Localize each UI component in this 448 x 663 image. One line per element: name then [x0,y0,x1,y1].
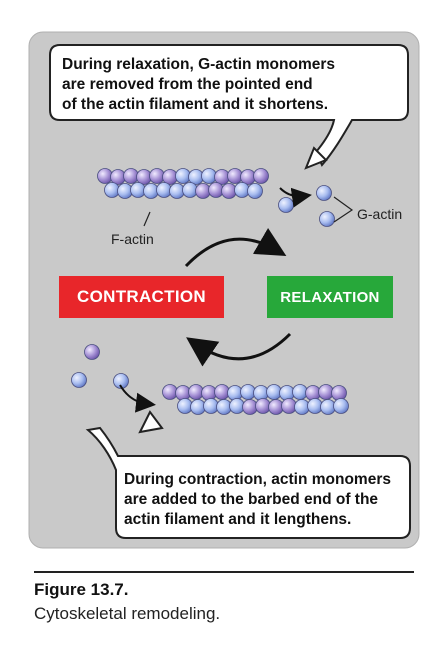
g-actin-monomer [84,344,100,360]
f-actin-monomer [247,183,263,199]
callout-top-line-2: are removed from the pointed end [62,76,313,93]
callout-bubble-top [49,44,409,167]
callout-top-line-1: During relaxation, G-actin monomers [62,56,336,73]
figure-caption: Cytoskeletal remodeling. [34,604,221,623]
actin-monomers [71,168,349,415]
g-actin-bracket [333,196,354,223]
callout-top-line-3: of the actin filament and it shortens. [62,96,329,113]
g-actin-monomer [71,372,87,388]
callout-bubble-bottom [85,426,411,539]
callout-bottom-line-1: During contraction, actin monomers [124,471,391,488]
add-arrow [119,384,156,413]
callout-bottom-line-3: actin filament and it lengthens. [124,511,352,528]
f-actin-label: F-actin [111,231,154,247]
callout-bottom-line-2: are added to the barbed end of the [124,491,379,508]
callout-relaxation-text: During relaxation, G-actin monomers are … [62,55,335,115]
figure-number: Figure 13.7. [34,580,129,599]
callout-contraction-text: During contraction, actin monomers are a… [124,470,391,530]
g-actin-monomer [319,211,335,227]
cycle-arrow-top [184,227,287,268]
g-actin-monomer [113,373,129,389]
callout-pointer-bottom [138,410,164,434]
g-actin-monomer [278,197,294,213]
callout-pointer-top [304,146,328,170]
f-actin-leader [143,211,151,227]
cycle-arrow-bottom [186,332,292,367]
f-actin-monomer [253,168,269,184]
g-actin-label: G-actin [357,206,403,222]
contraction-state-box: CONTRACTION [59,276,224,318]
relaxation-state-box: RELAXATION [267,276,393,318]
f-actin-monomer [331,385,347,401]
release-arrow [279,187,312,208]
caption-rule [34,571,414,573]
g-actin-monomer [316,185,332,201]
f-actin-monomer [333,398,349,414]
